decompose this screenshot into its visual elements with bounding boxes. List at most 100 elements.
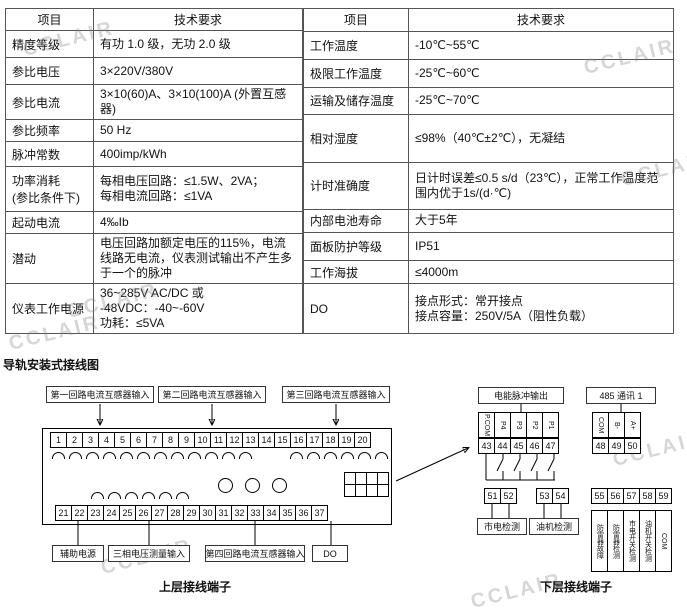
spec-item: 极限工作温度	[303, 58, 409, 88]
rs485-title: 485 通讯 1	[586, 387, 656, 404]
spec-item: 仪表工作电源	[5, 283, 94, 334]
terminal-number: 35	[279, 505, 296, 521]
terminal-number: 34	[263, 505, 280, 521]
coil-icon	[52, 452, 65, 459]
ct-circle-icon	[218, 478, 233, 493]
spec-table-right: 项目 技术要求 工作温度-10℃~55℃ 极限工作温度-25℃~60℃ 运输及储…	[303, 8, 674, 334]
upper-block-caption: 上层接线端子	[158, 580, 231, 594]
column-header-item: 项目	[5, 8, 94, 31]
coil-icon	[239, 452, 252, 459]
column-header-requirement: 技术要求	[93, 8, 303, 31]
terminal-number: 37	[311, 505, 328, 521]
pin-label: B-	[608, 412, 625, 438]
diagram-title: 导轨安装式接线图	[3, 358, 100, 372]
spec-value: ≤98%（40℃±2℃），无凝结	[408, 113, 674, 164]
terminal-number: 11	[210, 432, 227, 448]
spec-value: -25℃~60℃	[408, 58, 674, 88]
do-contact-grid	[344, 472, 389, 497]
column-header-requirement: 技术要求	[408, 8, 674, 32]
terminal-number: 53	[536, 488, 553, 504]
coil-icon	[205, 452, 218, 459]
spec-value: 3×220V/380V	[93, 57, 303, 85]
do-label: DO	[312, 545, 348, 562]
coil-icon	[290, 452, 303, 459]
pin-label: A+	[624, 412, 641, 438]
terminal-number: 52	[500, 488, 517, 504]
spec-value: IP51	[408, 231, 674, 262]
coil-icon	[103, 452, 116, 459]
terminal-number: 32	[231, 505, 248, 521]
spec-item: 起动电流	[5, 211, 94, 234]
coil-icon	[142, 492, 155, 499]
spec-value: 电压回路加额定电压的115%，电流线路无电流，仪表测试输出不产生多于一个的脉冲	[93, 233, 303, 284]
coil-icon	[137, 452, 150, 459]
pin-label: P.COM	[478, 412, 495, 438]
terminal-number: 3	[82, 432, 99, 448]
spec-value: -25℃~70℃	[408, 86, 674, 115]
spec-value: -10℃~55℃	[408, 30, 674, 60]
coil-icon	[307, 452, 320, 459]
terminal-number: 19	[338, 432, 355, 448]
terminal-number: 44	[494, 438, 511, 454]
generator-detect-label: 油机检测	[529, 518, 579, 535]
spec-item: DO	[303, 283, 409, 334]
terminal-number: 45	[510, 438, 527, 454]
ct-circle-icon	[245, 478, 260, 493]
coil-icon	[154, 452, 167, 459]
terminal-number: 16	[290, 432, 307, 448]
column-header-item: 项目	[303, 8, 409, 32]
ct-circle-icons-circuit4	[218, 478, 299, 493]
spec-value: 大于5年	[408, 208, 674, 233]
terminal-number: 1	[50, 432, 67, 448]
terminal-number: 8	[162, 432, 179, 448]
pin-label: COM	[655, 510, 672, 572]
grid-cell	[377, 484, 389, 497]
terminal-number: 59	[655, 488, 672, 504]
terminal-number: 54	[552, 488, 569, 504]
terminal-number: 4	[98, 432, 115, 448]
terminal-number: 26	[135, 505, 152, 521]
terminal-number: 10	[194, 432, 211, 448]
terminal-number: 9	[178, 432, 195, 448]
spec-value: 3×10(60)A、3×10(100)A (外置互感器)	[93, 84, 303, 120]
terminal-number: 7	[146, 432, 163, 448]
spec-item: 相对湿度	[303, 113, 409, 164]
terminal-number: 48	[592, 438, 609, 454]
terminal-number: 50	[624, 438, 641, 454]
ct-circle-icon	[272, 478, 287, 493]
spec-item: 潜动	[5, 233, 94, 284]
terminal-number: 21	[55, 505, 72, 521]
spec-value: 50 Hz	[93, 119, 303, 142]
terminal-number: 23	[87, 505, 104, 521]
terminal-number: 58	[639, 488, 656, 504]
voltage-input-label: 三相电压测量输入	[108, 545, 190, 562]
terminal-number: 36	[295, 505, 312, 521]
spec-item: 参比电流	[5, 84, 94, 120]
terminal-number: 56	[607, 488, 624, 504]
terminal-number: 47	[542, 438, 559, 454]
ct-input-label-4: 第四回路电流互感器输入	[205, 545, 305, 562]
terminal-number: 29	[183, 505, 200, 521]
aux-power-label: 辅助电源	[52, 545, 104, 562]
spec-item: 参比电压	[5, 57, 94, 85]
spec-item: 运输及储存温度	[303, 86, 409, 115]
pin-label: 防雷器检测	[607, 510, 624, 572]
pin-label: COM	[592, 412, 609, 438]
spec-item: 内部电池寿命	[303, 208, 409, 233]
terminal-number: 57	[623, 488, 640, 504]
coil-icon	[341, 452, 354, 459]
coil-icon	[222, 452, 235, 459]
terminal-number: 13	[242, 432, 259, 448]
spec-item: 计时准确度	[303, 162, 409, 210]
spec-item: 面板防护等级	[303, 231, 409, 262]
spec-value: 接点形式：常开接点 接点容量：250V/5A（阻性负载）	[408, 283, 674, 334]
spec-item: 脉冲常数	[5, 141, 94, 167]
